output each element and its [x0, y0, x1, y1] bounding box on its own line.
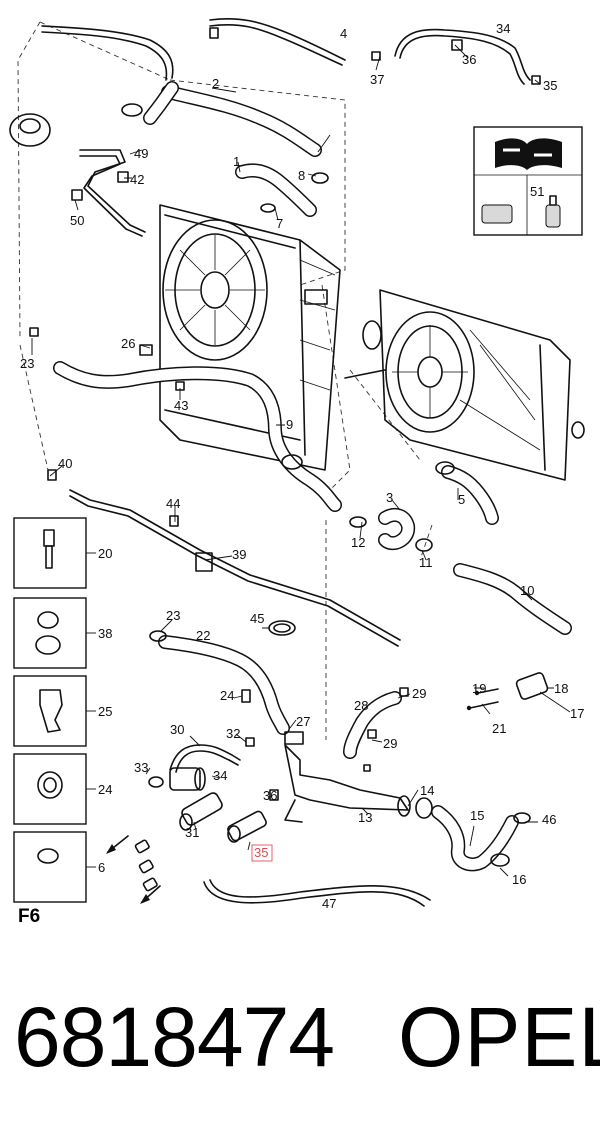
callout-1: 1: [233, 154, 240, 169]
callout-34: 34: [213, 768, 227, 783]
callout-18: 18: [554, 681, 568, 696]
callout-47: 46: [542, 812, 556, 827]
radiator-fan-assembly-1: [159, 204, 341, 471]
callout-5: 5: [458, 492, 465, 507]
callout-20: 20: [98, 546, 112, 561]
callout-33: 33: [134, 760, 148, 775]
sealant-tube-icon: [481, 195, 561, 228]
callout-35: 35: [254, 845, 268, 860]
wrench-book-icon: [495, 138, 562, 170]
callout-21: 21: [492, 721, 506, 736]
callout-29-top: 29: [412, 686, 426, 701]
callout-19: 19: [472, 681, 486, 696]
hose-48: [203, 879, 431, 907]
callout-44-mid: 43: [174, 398, 188, 413]
callout-36: 36: [263, 788, 277, 803]
callout-43: 40: [58, 456, 72, 471]
hose-37: [394, 28, 531, 85]
hose-9: [53, 361, 342, 512]
coolant-pipe-13: [284, 731, 411, 823]
callout-24-mid: 24: [220, 688, 234, 703]
callout-48: 47: [322, 896, 336, 911]
highlight-box-35: [251, 844, 273, 862]
callout-30: 30: [170, 722, 184, 737]
callout-labels: 2 4 34 37 36 35 49 42 50 1 8 7 51 23 26 …: [20, 21, 584, 911]
sheet-code: F6: [18, 906, 41, 927]
leader-lines: [31, 44, 554, 877]
callout-6: 6: [98, 860, 105, 875]
callout-11: 11: [419, 555, 433, 570]
part-35-connector: [227, 810, 267, 843]
repair-legend-box: [473, 126, 583, 236]
callout-40: 37: [370, 72, 384, 87]
callout-4: 4: [340, 26, 347, 41]
callout-25: 25: [98, 704, 112, 719]
callout-45: 44: [166, 496, 180, 511]
callout-15: 15: [470, 808, 484, 823]
callout-17: 17: [570, 706, 584, 721]
callout-13: 13: [358, 810, 372, 825]
callout-22: 22: [196, 628, 210, 643]
cooling-system-exploded-view: 2 4 34 37 36 35 49 42 50 1 8 7 51 23 26 …: [9, 17, 585, 911]
callout-12: 12: [351, 535, 365, 550]
callout-46: 45: [250, 611, 264, 626]
callout-26: 26: [121, 336, 135, 351]
hose-5: [435, 461, 499, 525]
callout-8: 8: [298, 168, 305, 183]
callout-41: 39: [232, 547, 246, 562]
bolts-19-21: [466, 688, 499, 711]
hose-4: [41, 17, 346, 81]
detail-box-6: [13, 831, 96, 903]
hose-22: [149, 630, 290, 735]
callout-3: 3: [386, 490, 393, 505]
hose-10: [453, 563, 572, 635]
callout-9: 9: [286, 417, 293, 432]
callout-39: 36: [462, 52, 476, 67]
pipe-41: [69, 489, 401, 647]
callout-49: 49: [134, 146, 148, 161]
callout-51: 51: [530, 184, 544, 199]
expansion-tank-cap: [9, 113, 51, 147]
callout-44-top: 42: [130, 172, 144, 187]
callout-31: 31: [185, 825, 199, 840]
connector-31: [179, 792, 223, 831]
radiator-fan-assembly-2: [344, 289, 585, 481]
sensor-18: [515, 672, 571, 713]
callout-50: 50: [70, 213, 84, 228]
small-clips: [29, 39, 541, 801]
callout-23-mid: 23: [166, 608, 180, 623]
connector-34: [148, 767, 206, 791]
detail-box-42: [13, 597, 96, 669]
callout-14: 14: [420, 783, 434, 798]
hose-15: [415, 797, 531, 872]
callout-29-mid: 29: [383, 736, 397, 751]
hose-3: [349, 508, 433, 552]
brand-name: OPEL: [398, 990, 600, 1084]
hose-28: [343, 691, 402, 759]
hose-2: [121, 81, 322, 157]
hose-30: [169, 744, 241, 773]
callout-37: 34: [496, 21, 510, 36]
callout-23-top: 23: [20, 356, 34, 371]
callout-16: 16: [512, 872, 526, 887]
detail-box-24: [13, 753, 96, 825]
hose-49: [79, 149, 146, 237]
callout-2: 2: [212, 76, 219, 91]
callout-27: 27: [296, 714, 310, 729]
detail-box-25: [13, 675, 96, 747]
callout-7: 7: [276, 216, 283, 231]
callout-24-box: 24: [98, 782, 112, 797]
callout-32: 32: [226, 726, 240, 741]
part-number: 6818474: [14, 990, 335, 1084]
callout-10: 10: [520, 583, 534, 598]
arrows-part-6: [106, 835, 161, 904]
callout-28: 28: [354, 698, 368, 713]
callout-42: 38: [98, 626, 112, 641]
callout-38: 35: [543, 78, 557, 93]
detail-box-20: [13, 517, 96, 589]
clamp-46: [268, 620, 296, 636]
hose-1: [235, 163, 329, 217]
